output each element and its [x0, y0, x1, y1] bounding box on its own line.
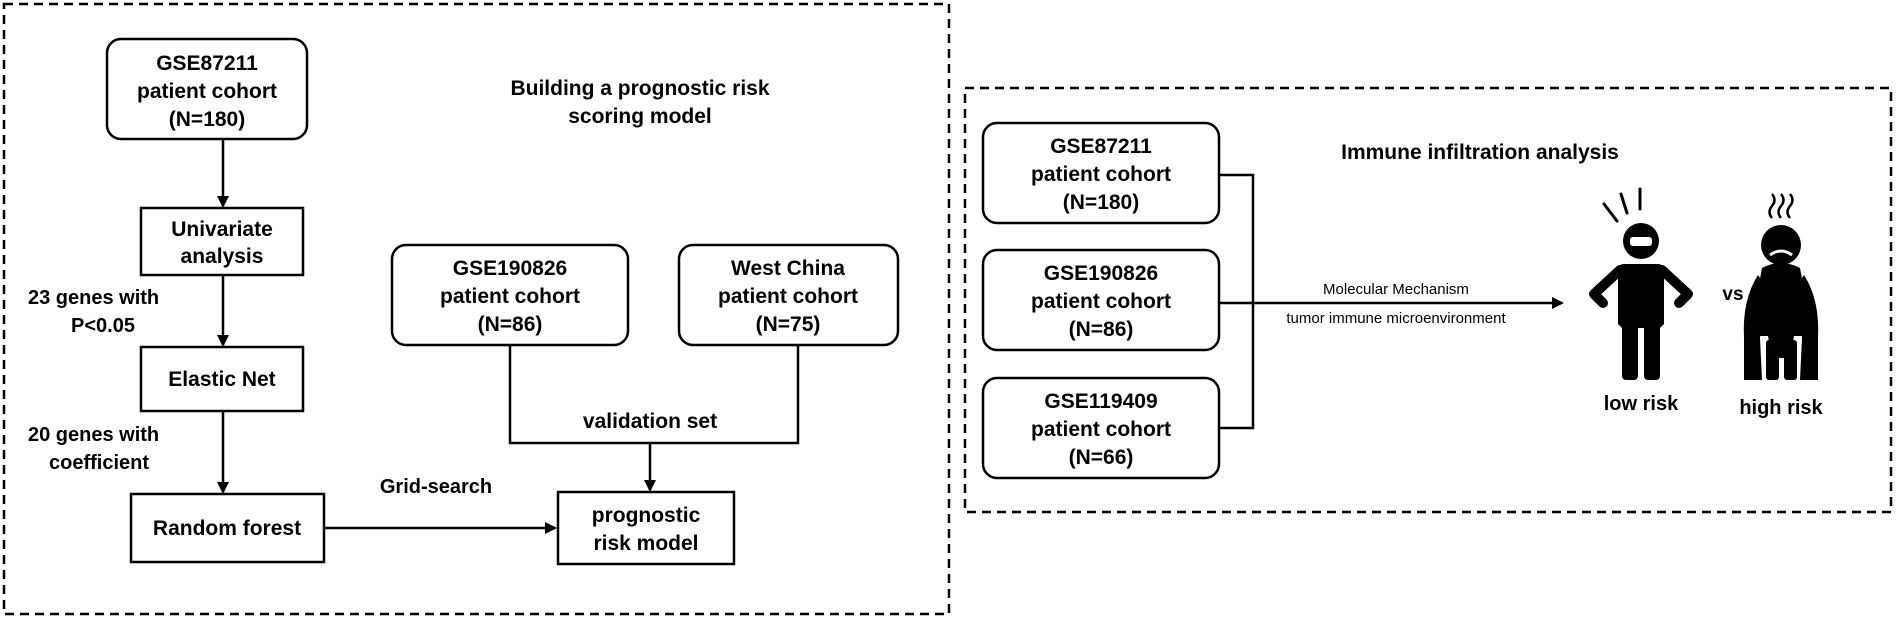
grid-search-label: Grid-search	[380, 476, 492, 498]
univariate-analysis-box: Univariate analysis	[139, 206, 305, 277]
left-panel-border	[2, 2, 951, 616]
validation-set-label: validation set	[583, 410, 717, 433]
right-cohort-gse87211-box: GSE87211 patient cohort (N=180)	[981, 121, 1221, 225]
svg-text:GSE190826: GSE190826	[453, 257, 567, 280]
svg-text:Univariate: Univariate	[171, 218, 273, 241]
svg-text:prognostic: prognostic	[592, 504, 701, 527]
arrow-label-bottom: tumor immune microenvironment	[1286, 310, 1506, 327]
svg-text:GSE190826: GSE190826	[1044, 262, 1158, 285]
svg-text:patient cohort: patient cohort	[718, 285, 858, 308]
step1-label-line2: P<0.05	[71, 315, 135, 337]
svg-text:GSE119409: GSE119409	[1044, 390, 1157, 413]
left-panel-title: Building a prognostic risk	[510, 77, 769, 100]
right-panel-title: Immune infiltration analysis	[1341, 141, 1619, 164]
svg-text:(N=86): (N=86)	[1069, 318, 1134, 341]
step2-label-line2: coefficient	[49, 452, 149, 474]
elastic-net-box: Elastic Net	[139, 345, 305, 413]
svg-text:(N=180): (N=180)	[1063, 191, 1139, 214]
prognostic-model-box: prognostic risk model	[556, 490, 736, 566]
validation-connector	[508, 345, 800, 445]
step2-label: 20 genes with	[28, 424, 159, 446]
svg-text:GSE87211: GSE87211	[156, 52, 258, 75]
svg-text:(N=75): (N=75)	[756, 313, 821, 336]
right-cohort-gse119409-box: GSE119409 patient cohort (N=66)	[981, 376, 1221, 480]
svg-text:(N=86): (N=86)	[478, 313, 543, 336]
cohort-gse87211-box: GSE87211 patient cohort (N=180)	[105, 37, 309, 141]
svg-text:Elastic Net: Elastic Net	[168, 368, 275, 391]
right-cohort-bracket	[1219, 173, 1255, 430]
svg-text:patient cohort: patient cohort	[440, 285, 580, 308]
vs-label: vs	[1722, 284, 1743, 305]
cohort-gse190826-box: GSE190826 patient cohort (N=86)	[390, 243, 630, 347]
high-risk-label: high risk	[1739, 397, 1823, 419]
cohort-west-china-box: West China patient cohort (N=75)	[677, 243, 900, 347]
svg-text:(N=180): (N=180)	[169, 108, 245, 131]
svg-text:Random forest: Random forest	[153, 517, 301, 540]
low-risk-person-icon	[1589, 187, 1693, 380]
svg-text:risk model: risk model	[593, 532, 698, 555]
step1-label: 23 genes with	[28, 287, 159, 309]
svg-text:patient cohort: patient cohort	[1031, 163, 1171, 186]
high-risk-person-icon	[1743, 193, 1819, 380]
svg-text:analysis: analysis	[181, 245, 264, 268]
svg-text:patient cohort: patient cohort	[1031, 418, 1171, 441]
low-risk-label: low risk	[1604, 393, 1679, 415]
svg-text:West China: West China	[731, 257, 845, 280]
arrow-label-top: Molecular Mechanism	[1323, 281, 1469, 298]
right-cohort-gse190826-box: GSE190826 patient cohort (N=86)	[981, 248, 1221, 352]
left-panel-title-line2: scoring model	[568, 105, 712, 128]
svg-text:patient cohort: patient cohort	[137, 80, 277, 103]
svg-text:(N=66): (N=66)	[1069, 446, 1134, 469]
svg-text:patient cohort: patient cohort	[1031, 290, 1171, 313]
svg-text:GSE87211: GSE87211	[1050, 135, 1152, 158]
random-forest-box: Random forest	[129, 492, 326, 564]
